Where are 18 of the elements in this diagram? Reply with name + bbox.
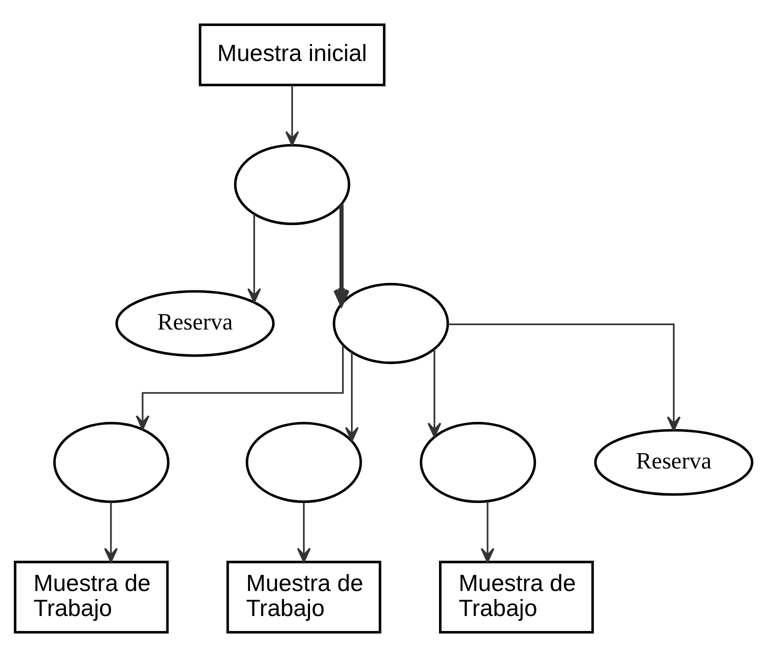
node-box: Muestra de Trabajo [14, 560, 169, 634]
arrow [448, 322, 681, 431]
node-box: Muestra de Trabajo [439, 560, 594, 634]
arrow [428, 348, 442, 437]
node-circle [53, 421, 170, 502]
arrow [247, 214, 262, 303]
arrow [480, 500, 494, 562]
arrow [344, 352, 359, 442]
node-circle [234, 143, 350, 225]
node-circle [246, 421, 362, 502]
arrow [104, 502, 118, 562]
arrow [136, 344, 344, 430]
node-box: Muestra inicial [198, 22, 386, 86]
arrow [285, 85, 299, 146]
node-ellipse: Reserva [115, 290, 275, 356]
arrow [296, 502, 311, 562]
node-box: Muestra de Trabajo [226, 560, 382, 634]
node-ellipse: Reserva [594, 428, 754, 496]
